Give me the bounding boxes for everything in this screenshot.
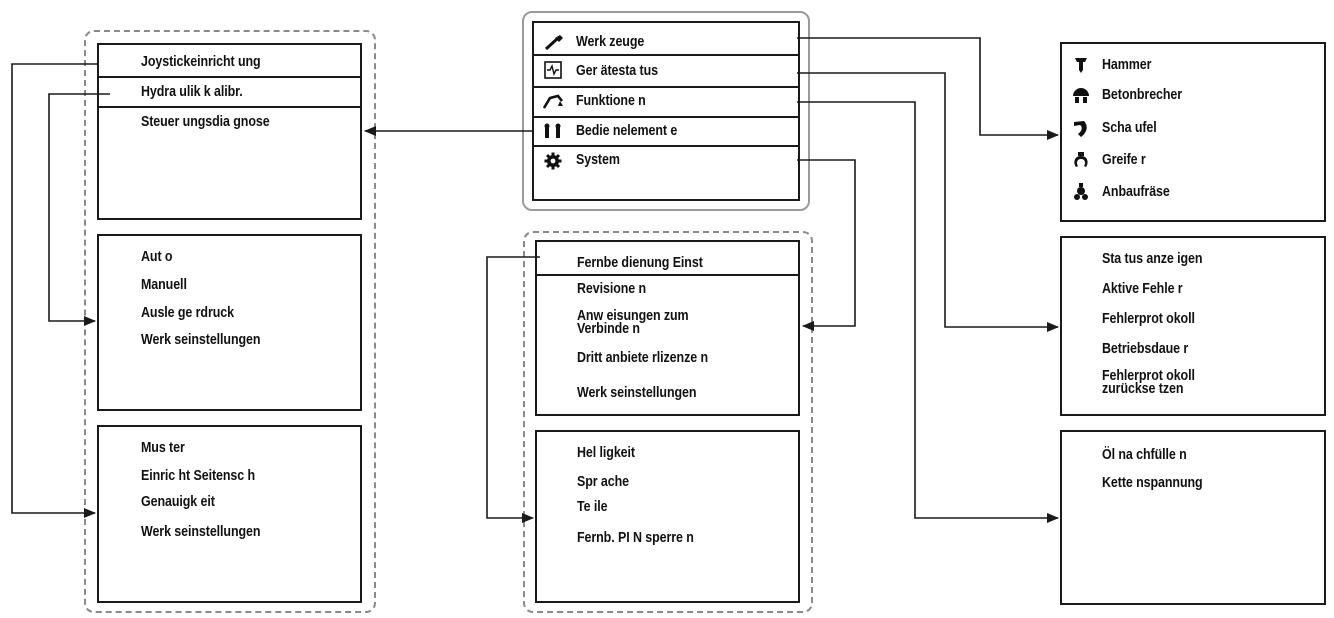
controls-menu-item-hydraulic[interactable]: Hydra ulik k alibr. [141, 84, 243, 100]
separator [532, 54, 798, 56]
connector-tools [797, 37, 1059, 140]
hydraulic-menu-item-pattern[interactable]: Mus ter [141, 440, 185, 456]
status-menu-box: Sta tus anze igen Aktive Fehle r Fehlerp… [1060, 236, 1326, 416]
tools-menu-item-milling-cutter[interactable]: Anbaufräse [1102, 184, 1170, 200]
remote-menu-item-parts[interactable]: Te ile [577, 499, 608, 515]
connector-functions [797, 101, 1059, 523]
tools-menu-item-bucket[interactable]: Scha ufel [1102, 120, 1157, 136]
system-menu-item-revisions[interactable]: Revisione n [577, 281, 647, 297]
controls-menu-box: Joystickeinricht ung Hydra ulik k alibr.… [97, 43, 362, 220]
separator [532, 86, 798, 88]
status-menu-item-error-log[interactable]: Fehlerprot okoll [1102, 311, 1195, 327]
remote-menu-item-brightness[interactable]: Hel ligkeit [577, 445, 635, 461]
joystick-menu-item-auto[interactable]: Aut o [141, 249, 173, 265]
system-menu-item-connect-instructions[interactable]: Anw eisungen zum Verbinde n [577, 308, 689, 337]
main-menu-item-system[interactable]: System [576, 152, 620, 168]
remote-menu-item-pin-lock[interactable]: Fernb. PI N sperre n [577, 530, 694, 546]
joystick-menu-item-manual[interactable]: Manuell [141, 277, 187, 293]
system-menu-item-third-party-licenses[interactable]: Dritt anbiete rlizenze n [577, 350, 708, 366]
main-menu-item-tools[interactable]: Werk zeuge [576, 34, 645, 50]
main-menu-item-device-status[interactable]: Ger ätesta tus [576, 63, 658, 79]
separator [535, 274, 798, 276]
controls-icon [544, 123, 561, 138]
status-menu-item-show-status[interactable]: Sta tus anze igen [1102, 251, 1203, 267]
hydraulic-menu-item-accuracy[interactable]: Genauigk eit [141, 494, 215, 510]
hammer-icon [1075, 58, 1087, 73]
separator [532, 116, 798, 118]
milling-cutter-icon [1074, 183, 1088, 200]
connector-status [797, 72, 1059, 332]
tools-menu-item-grapple[interactable]: Greife r [1102, 152, 1146, 168]
gear-icon [544, 152, 562, 170]
hydraulic-menu-item-side-setup[interactable]: Einric ht Seitensc h [141, 468, 256, 484]
functions-menu-item-oil-refill[interactable]: Öl na chfülle n [1102, 447, 1187, 463]
tools-menu-item-crusher[interactable]: Betonbrecher [1102, 87, 1183, 103]
wrench-icon [544, 35, 563, 50]
main-menu-item-controls[interactable]: Bedie nelement e [576, 123, 678, 139]
status-menu-item-active-errors[interactable]: Aktive Fehle r [1102, 281, 1183, 297]
bucket-icon [1074, 121, 1087, 137]
grapple-icon [1074, 152, 1088, 167]
status-menu-item-operating-hours[interactable]: Betriebsdaue r [1102, 341, 1189, 357]
main-menu-box: Werk zeuge Ger ätesta tus Funktione n Be… [532, 21, 800, 201]
excavator-arm-icon [542, 94, 564, 109]
joystick-menu-item-boom-pressure[interactable]: Ausle ge rdruck [141, 305, 234, 321]
system-menu-item-remote-settings[interactable]: Fernbe dienung Einst [577, 255, 703, 271]
device-status-icon [544, 61, 562, 79]
functions-menu-item-chain-tension[interactable]: Kette nspannung [1102, 475, 1203, 491]
tools-menu-item-hammer[interactable]: Hammer [1102, 57, 1152, 73]
separator [97, 106, 360, 108]
crusher-icon [1073, 88, 1089, 103]
hydraulic-menu-box: Mus ter Einric ht Seitensc h Genauigk ei… [97, 425, 362, 603]
tools-menu-box: Hammer Betonbrecher Scha ufel Greife r A… [1060, 42, 1326, 222]
remote-menu-item-language[interactable]: Spr ache [577, 474, 629, 490]
system-menu-item-factory-settings[interactable]: Werk seinstellungen [577, 385, 697, 401]
joystick-menu-box: Aut o Manuell Ausle ge rdruck Werk seins… [97, 234, 362, 411]
controls-menu-item-joystick[interactable]: Joystickeinricht ung [141, 54, 261, 70]
joystick-menu-item-factory-settings[interactable]: Werk seinstellungen [141, 332, 261, 348]
functions-menu-box: Öl na chfülle n Kette nspannung [1060, 430, 1326, 605]
hydraulic-menu-item-factory-settings[interactable]: Werk seinstellungen [141, 524, 261, 540]
system-menu-box: Fernbe dienung Einst Revisione n Anw eis… [535, 240, 800, 416]
main-menu-item-functions[interactable]: Funktione n [576, 93, 646, 109]
status-menu-item-reset-error-log[interactable]: Fehlerprot okoll zurückse tzen [1102, 368, 1195, 397]
separator [97, 76, 360, 78]
remote-menu-box: Hel ligkeit Spr ache Te ile Fernb. PI N … [535, 430, 800, 603]
controls-menu-item-diagnostics[interactable]: Steuer ungsdia gnose [141, 114, 270, 130]
separator [532, 145, 798, 147]
